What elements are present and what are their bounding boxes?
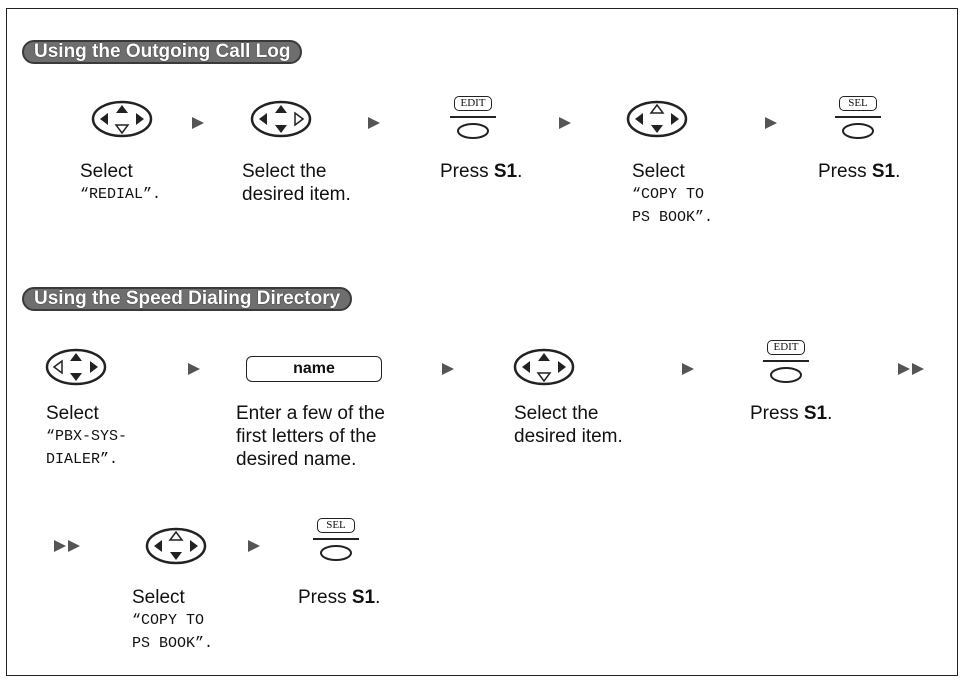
caption-text: . — [895, 161, 901, 182]
caption-line: “COPY TO — [632, 186, 705, 203]
step-caption: Select “PBX-SYS- DIALER”. — [46, 402, 127, 471]
soft-key-s1-edit: EDIT — [450, 96, 496, 146]
step-caption: Select the desired item. — [514, 402, 623, 448]
next-arrow-icon — [559, 117, 571, 129]
soft-key-divider — [450, 116, 496, 118]
next-arrow-icon — [368, 117, 380, 129]
soft-key-icon — [842, 123, 874, 139]
soft-key-divider — [313, 538, 359, 540]
caption-line: desired item. — [514, 426, 623, 447]
step-caption: Press S1. — [750, 402, 832, 425]
instruction-frame — [6, 8, 958, 676]
caption-line: Select the — [514, 403, 599, 424]
caption-text: . — [827, 403, 833, 424]
step-caption: Enter a few of the first letters of the … — [236, 402, 385, 471]
next-arrow-icon — [248, 540, 260, 552]
soft-key-s1-sel: SEL — [835, 96, 881, 146]
sel-key-label: SEL — [839, 96, 877, 111]
continue-arrow-icon — [54, 540, 66, 552]
caption-line: Select the — [242, 161, 327, 182]
caption-line: “REDIAL”. — [80, 186, 162, 203]
caption-line: Enter a few of the — [236, 403, 385, 424]
caption-line: “PBX-SYS- — [46, 428, 128, 445]
continue-arrow-icon — [912, 363, 924, 375]
edit-key-label: EDIT — [767, 340, 805, 355]
caption-key: S1 — [351, 587, 376, 608]
caption-line: desired item. — [242, 184, 351, 205]
caption-text: . — [375, 587, 381, 608]
caption-line: DIALER”. — [46, 451, 119, 468]
navigator-key-icon — [250, 100, 312, 138]
caption-key: S1 — [493, 161, 518, 182]
navigator-key-icon — [626, 100, 688, 138]
step-caption: Press S1. — [818, 160, 900, 183]
next-arrow-icon — [442, 363, 454, 375]
next-arrow-icon — [188, 363, 200, 375]
navigator-key-icon — [45, 348, 107, 386]
soft-key-divider — [763, 360, 809, 362]
caption-line: Select — [632, 161, 685, 182]
section-title-outgoing-call-log: Using the Outgoing Call Log — [22, 40, 303, 64]
soft-key-s1-sel: SEL — [313, 518, 359, 568]
step-caption: Press S1. — [298, 586, 380, 609]
continue-arrow-icon — [68, 540, 80, 552]
caption-line: Select — [46, 403, 99, 424]
step-caption: Select the desired item. — [242, 160, 351, 206]
step-caption: Select “REDIAL”. — [80, 160, 161, 206]
caption-line: Select — [80, 161, 133, 182]
step-caption: Press S1. — [440, 160, 522, 183]
step-caption: Select “COPY TO PS BOOK”. — [632, 160, 713, 229]
soft-key-divider — [835, 116, 881, 118]
caption-line: Select — [132, 587, 185, 608]
caption-line: PS BOOK”. — [632, 209, 714, 226]
caption-line: PS BOOK”. — [132, 635, 214, 652]
caption-text: Press — [750, 403, 804, 424]
soft-key-icon — [320, 545, 352, 561]
name-entry-box: name — [246, 356, 382, 382]
soft-key-icon — [457, 123, 489, 139]
caption-line: “COPY TO — [132, 612, 205, 629]
caption-text: . — [517, 161, 523, 182]
sel-key-label: SEL — [317, 518, 355, 533]
caption-key: S1 — [871, 161, 896, 182]
section-title-speed-dialing-directory: Using the Speed Dialing Directory — [22, 287, 353, 311]
caption-line: first letters of the — [236, 426, 377, 447]
caption-key: S1 — [803, 403, 828, 424]
caption-text: Press — [298, 587, 352, 608]
edit-key-label: EDIT — [454, 96, 492, 111]
step-caption: Select “COPY TO PS BOOK”. — [132, 586, 213, 655]
next-arrow-icon — [682, 363, 694, 375]
caption-line: desired name. — [236, 449, 357, 470]
navigator-key-icon — [91, 100, 153, 138]
navigator-key-icon — [513, 348, 575, 386]
continue-arrow-icon — [898, 363, 910, 375]
soft-key-icon — [770, 367, 802, 383]
caption-text: Press — [818, 161, 872, 182]
next-arrow-icon — [765, 117, 777, 129]
soft-key-s1-edit: EDIT — [763, 340, 809, 390]
next-arrow-icon — [192, 117, 204, 129]
navigator-key-icon — [145, 527, 207, 565]
caption-text: Press — [440, 161, 494, 182]
